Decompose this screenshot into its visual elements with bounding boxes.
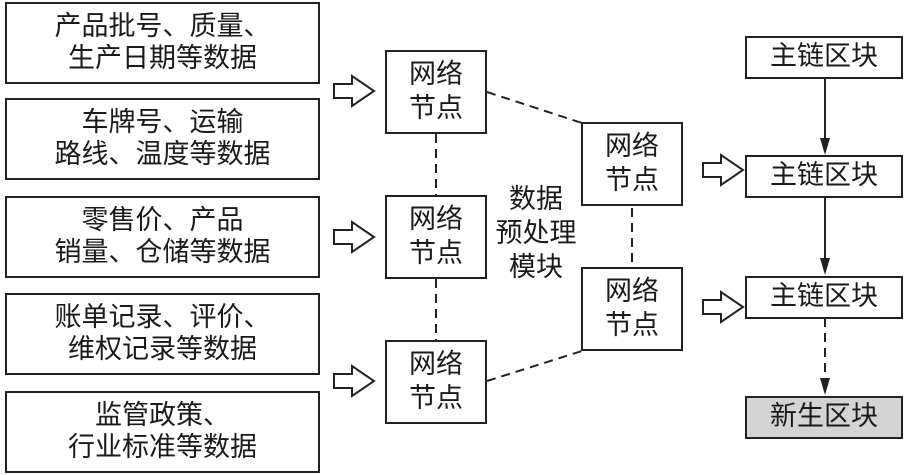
chain-block-text: 主链区块 <box>770 160 878 192</box>
data-source-box-4: 账单记录、评价、 维权记录等数据 <box>5 293 320 375</box>
network-node-3: 网络 节点 <box>385 340 487 424</box>
hollow-arrow-1 <box>333 74 376 108</box>
chain-block-text: 新生区块 <box>770 401 878 433</box>
data-source-text: 路线、温度等数据 <box>54 139 271 170</box>
node-text: 网络 <box>409 204 463 236</box>
node-text: 节点 <box>409 93 463 124</box>
network-node-2: 网络 节点 <box>385 195 487 279</box>
hollow-arrow-2 <box>333 220 376 254</box>
data-source-text: 生产日期等数据 <box>68 43 257 74</box>
dashed-link-n1-n4 <box>486 91 586 125</box>
node-text: 节点 <box>409 238 463 269</box>
node-text: 网络 <box>605 131 659 163</box>
new-block: 新生区块 <box>745 396 903 439</box>
hollow-arrow-5 <box>702 290 745 324</box>
preprocess-text: 数据 <box>509 184 563 215</box>
data-source-text: 维权记录等数据 <box>68 334 257 365</box>
arrowhead-2 <box>820 258 830 275</box>
data-source-text: 零售价、产品 <box>81 204 244 236</box>
dashed-link-n3-n5 <box>486 349 586 382</box>
data-source-text: 销量、仓储等数据 <box>54 237 271 268</box>
data-source-text: 产品批号、质量、 <box>54 10 271 42</box>
network-node-5: 网络 节点 <box>581 267 683 351</box>
preprocess-text: 预处理 <box>495 217 577 249</box>
node-text: 节点 <box>605 165 659 196</box>
main-chain-block-2: 主链区块 <box>745 155 903 198</box>
chain-block-text: 主链区块 <box>770 281 878 313</box>
hollow-arrow-4 <box>702 153 745 187</box>
chain-block-text: 主链区块 <box>770 41 878 73</box>
preprocess-text: 模块 <box>509 251 563 283</box>
node-text: 节点 <box>605 310 659 341</box>
main-chain-block-3: 主链区块 <box>745 276 903 319</box>
main-chain-block-1: 主链区块 <box>745 36 903 79</box>
network-node-4: 网络 节点 <box>581 122 683 206</box>
data-source-box-5: 监管政策、 行业标准等数据 <box>5 391 320 473</box>
node-text: 网络 <box>409 59 463 91</box>
node-text: 节点 <box>409 383 463 414</box>
data-source-text: 监管政策、 <box>95 399 230 431</box>
data-source-text: 车牌号、运输 <box>81 106 244 138</box>
arrowhead-1 <box>820 138 830 155</box>
network-node-1: 网络 节点 <box>385 50 487 134</box>
node-text: 网络 <box>409 349 463 381</box>
data-source-box-1: 产品批号、质量、 生产日期等数据 <box>5 2 320 84</box>
data-source-box-3: 零售价、产品 销量、仓储等数据 <box>5 196 320 278</box>
data-source-box-2: 车牌号、运输 路线、温度等数据 <box>5 98 320 180</box>
node-text: 网络 <box>605 276 659 308</box>
data-source-text: 账单记录、评价、 <box>54 301 271 333</box>
preprocess-module-label: 数据 预处理 模块 <box>490 183 582 284</box>
hollow-arrow-3 <box>333 364 376 398</box>
arrowhead-3 <box>820 378 830 395</box>
data-source-text: 行业标准等数据 <box>68 432 257 463</box>
